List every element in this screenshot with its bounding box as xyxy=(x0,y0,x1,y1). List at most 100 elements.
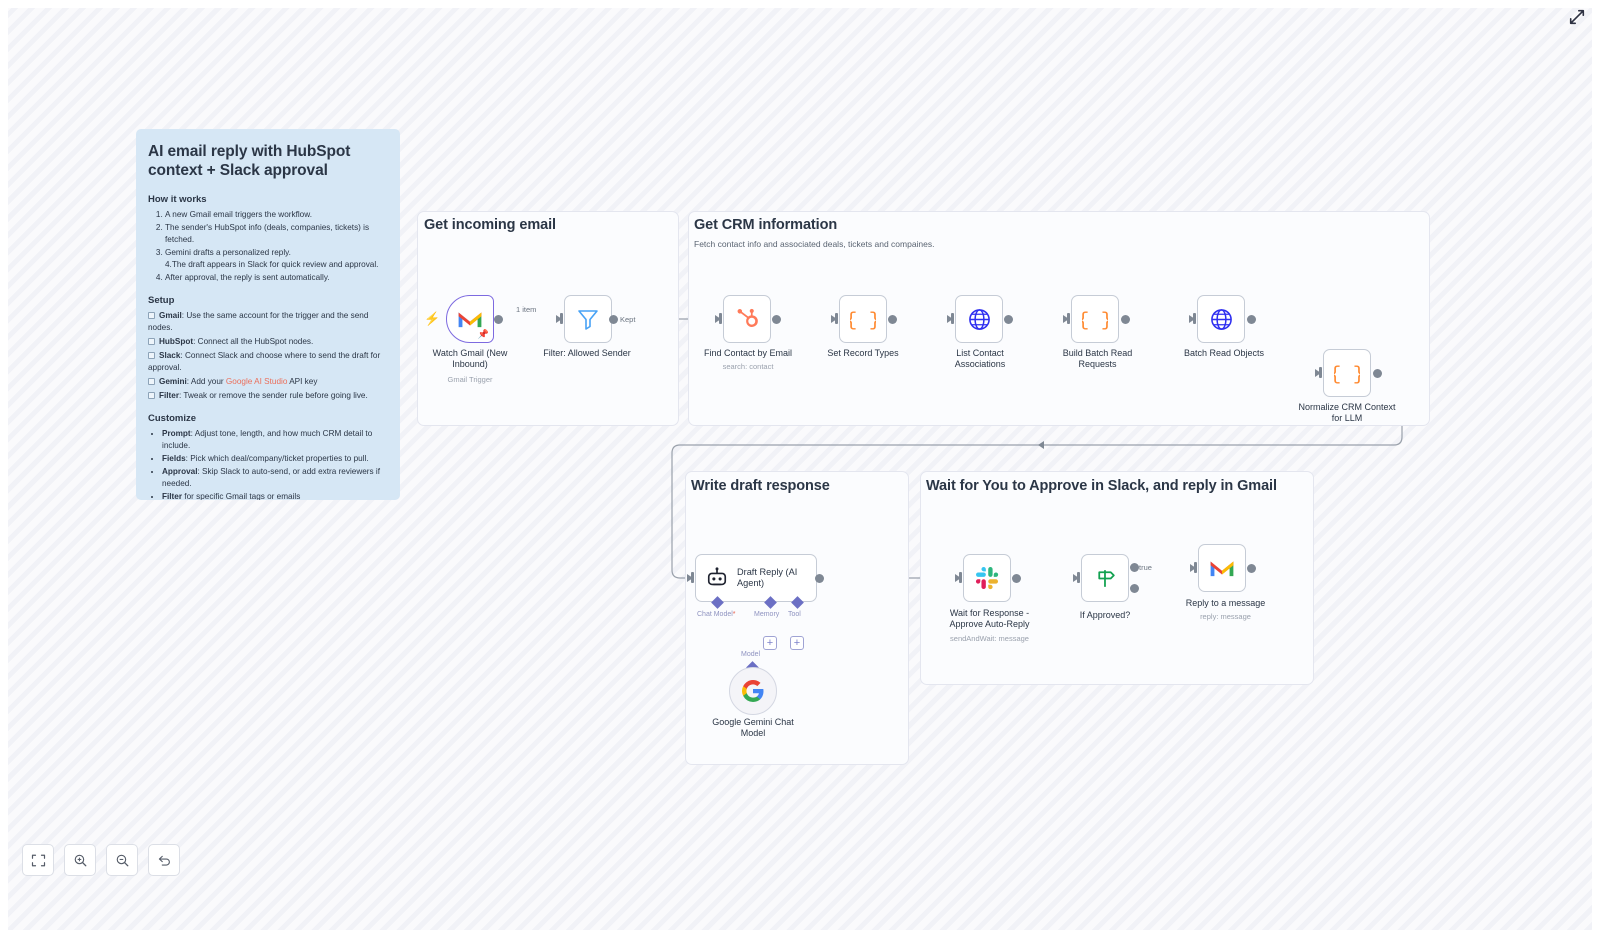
customize-text: : Pick which deal/company/ticket propert… xyxy=(185,454,369,464)
node-build-batch-read-requests[interactable]: { } xyxy=(1071,295,1119,343)
sticky-how-it-works-heading: How it works xyxy=(148,194,207,206)
node-label-find-contact: Find Contact by Email xyxy=(703,348,793,358)
node-label-reply-to-message: Reply to a message xyxy=(1185,598,1266,608)
node-label-set-record-types: Set Record Types xyxy=(827,348,899,358)
add-tool-button[interactable]: + xyxy=(790,636,804,650)
port-output[interactable] xyxy=(1247,315,1256,324)
node-watch-gmail-trigger[interactable]: 📌 xyxy=(446,295,494,343)
port-label-chat-model: Chat Model* xyxy=(697,611,736,618)
filter-funnel-icon xyxy=(578,310,598,330)
sticky-note[interactable]: AI email reply with HubSpot context + Sl… xyxy=(136,129,400,500)
node-reply-to-a-message[interactable] xyxy=(1198,544,1246,592)
port-output[interactable] xyxy=(1373,369,1382,378)
customize-text: : Adjust tone, length, and how much CRM … xyxy=(162,429,373,451)
code-braces-icon: { } xyxy=(1334,364,1360,386)
node-filter-allowed-sender[interactable] xyxy=(564,295,612,343)
node-google-gemini-chat-model[interactable] xyxy=(729,667,777,715)
port-input[interactable] xyxy=(1190,564,1196,572)
section-title-write-draft-response: Write draft response xyxy=(691,478,830,494)
port-output[interactable] xyxy=(1012,574,1021,583)
zoom-in-icon xyxy=(74,854,86,866)
svg-text:{ }: { } xyxy=(850,310,876,332)
checklist-item: Slack: Connect Slack and choose where to… xyxy=(148,350,387,375)
code-braces-icon: { } xyxy=(1082,310,1108,332)
checklist-item: Gemini: Add your Google AI Studio API ke… xyxy=(148,376,387,389)
checkbox-icon[interactable] xyxy=(148,311,155,319)
globe-http-icon xyxy=(1210,308,1232,330)
port-output[interactable] xyxy=(1247,564,1256,573)
section-write-draft-response xyxy=(685,471,909,765)
port-input[interactable] xyxy=(1063,315,1069,323)
port-input[interactable] xyxy=(1189,315,1195,323)
checklist-text-2: API key xyxy=(287,377,318,387)
page-edge-right xyxy=(1592,0,1600,938)
port-label-memory: Memory xyxy=(754,611,780,618)
reset-zoom-button[interactable] xyxy=(148,844,180,876)
add-memory-button[interactable]: + xyxy=(763,636,777,650)
checkbox-icon[interactable] xyxy=(148,391,155,399)
trigger-bolt-icon: ⚡ xyxy=(424,311,441,326)
fit-to-view-button[interactable] xyxy=(22,844,54,876)
node-normalize-crm-context[interactable]: { } xyxy=(1323,349,1371,397)
checkbox-icon[interactable] xyxy=(148,351,155,359)
port-output[interactable] xyxy=(888,315,897,324)
checkbox-icon[interactable] xyxy=(148,378,155,386)
page-edge-top xyxy=(0,0,1600,8)
node-label-wait-for-response: Wait for Response - Approve Auto-Reply xyxy=(949,608,1030,630)
port-input[interactable] xyxy=(715,315,721,323)
node-label-filter: Filter: Allowed Sender xyxy=(543,348,631,358)
node-batch-read-objects[interactable] xyxy=(1197,295,1245,343)
node-label-normalize-crm: Normalize CRM Context for LLM xyxy=(1298,402,1396,424)
port-input[interactable] xyxy=(831,315,837,323)
port-output[interactable] xyxy=(1121,315,1130,324)
port-input[interactable] xyxy=(1073,574,1079,582)
checklist-text: : Connect Slack and choose where to send… xyxy=(148,350,381,373)
node-if-approved[interactable] xyxy=(1081,554,1129,602)
port-output[interactable] xyxy=(494,315,503,324)
port-output-true[interactable] xyxy=(1130,563,1139,572)
sticky-setup-heading: Setup xyxy=(148,294,175,306)
customize-text: : Skip Slack to auto-send, or add extra … xyxy=(162,467,380,489)
list-item: Fields: Pick which deal/company/ticket p… xyxy=(162,453,387,465)
port-input[interactable] xyxy=(955,574,961,582)
port-input[interactable] xyxy=(1315,369,1321,377)
checklist-label: Slack xyxy=(159,350,181,360)
if-signpost-icon xyxy=(1097,569,1115,587)
list-item: Approval: Skip Slack to auto-send, or ad… xyxy=(162,466,387,490)
node-wait-for-response-slack[interactable] xyxy=(963,554,1011,602)
customize-text: for specific Gmail tags or emails xyxy=(182,491,301,500)
port-input[interactable] xyxy=(947,315,953,323)
checklist-label: Gemini xyxy=(159,377,187,387)
google-ai-studio-link[interactable]: Google AI Studio xyxy=(225,377,288,387)
sticky-note-title: AI email reply with HubSpot context + Sl… xyxy=(148,143,351,179)
port-input[interactable] xyxy=(556,315,562,323)
customize-label: Prompt xyxy=(162,429,191,439)
edge-label-kept: Kept xyxy=(620,315,636,324)
checkbox-icon[interactable] xyxy=(148,337,155,345)
customize-label: Filter xyxy=(162,491,183,500)
customize-label: Approval xyxy=(162,467,198,477)
node-label-list-contact-associations: List Contact Associations xyxy=(954,348,1006,370)
fit-view-icon xyxy=(31,854,45,866)
section-subtitle-get-crm-information: Fetch contact info and associated deals,… xyxy=(694,239,935,249)
port-input[interactable] xyxy=(687,574,693,582)
port-output[interactable] xyxy=(1004,315,1013,324)
node-list-contact-associations[interactable] xyxy=(955,295,1003,343)
checklist-label: Gmail xyxy=(159,310,182,320)
expand-arrows-icon[interactable] xyxy=(1568,8,1588,28)
zoom-in-button[interactable] xyxy=(64,844,96,876)
zoom-out-button[interactable] xyxy=(106,844,138,876)
node-subtitle-reply-to-message: reply: message xyxy=(1200,612,1251,621)
hubspot-icon xyxy=(737,308,758,327)
port-output-false[interactable] xyxy=(1130,584,1139,593)
node-draft-reply-ai-agent[interactable]: Draft Reply (AI Agent) xyxy=(695,554,817,602)
port-output[interactable] xyxy=(815,574,824,583)
node-set-record-types[interactable]: { } xyxy=(839,295,887,343)
gmail-icon xyxy=(458,312,482,328)
port-output[interactable] xyxy=(772,315,781,324)
checklist-text: : Connect all the HubSpot nodes. xyxy=(193,336,314,346)
port-output[interactable] xyxy=(609,315,618,324)
checklist-label: Filter xyxy=(159,390,180,400)
node-find-contact-by-email[interactable] xyxy=(723,295,771,343)
